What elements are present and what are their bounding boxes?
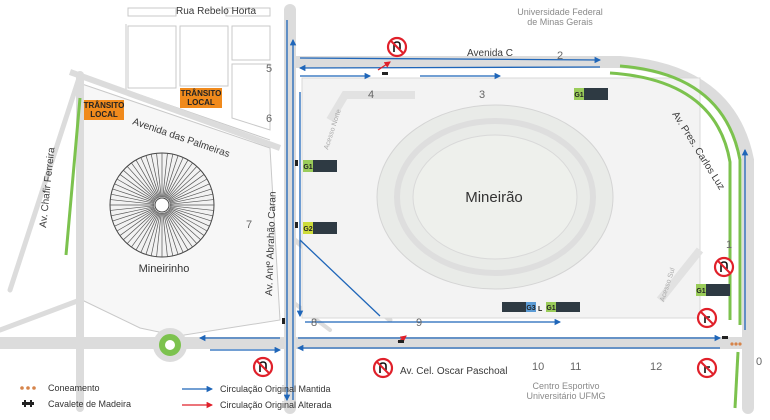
svg-text:LOCAL: LOCAL [90, 110, 118, 119]
svg-text:TRÂNSITO: TRÂNSITO [181, 89, 222, 98]
place-mineirao: Mineirão [465, 189, 523, 206]
svg-text:LOCAL: LOCAL [187, 98, 215, 107]
legend-barrier-icon [22, 400, 34, 407]
gate-letter: L [538, 306, 543, 313]
svg-text:G3: G3 [526, 305, 535, 312]
place-ufmg-line1: Universidade Federal [517, 7, 603, 17]
local-traffic-tag: TRÂNSITO LOCAL [180, 88, 222, 108]
street-av-cel-oscar-paschoal: Av. Cel. Oscar Paschoal [400, 366, 507, 377]
place-ufmg-line2: de Minas Gerais [527, 17, 593, 27]
no-u-turn-sign-icon [386, 36, 408, 58]
svg-text:G1: G1 [546, 305, 555, 312]
svg-text:G1: G1 [574, 92, 583, 99]
point-11: 11 [570, 361, 581, 373]
point-7: 7 [246, 219, 252, 231]
local-traffic-tag: TRÂNSITO LOCAL [84, 100, 125, 120]
parking-sign: G1 [574, 88, 608, 100]
mineirinho-arena [109, 152, 215, 258]
svg-text:G1: G1 [696, 288, 705, 295]
parking-sign: G3 [502, 302, 536, 312]
point-6: 6 [266, 113, 272, 125]
point-8: 8 [311, 317, 317, 329]
green-routes [64, 64, 742, 409]
parking-sign: G2 [303, 222, 337, 234]
point-9: 9 [416, 317, 422, 329]
no-u-turn-sign-icon [713, 256, 735, 278]
point-5: 5 [266, 63, 272, 75]
point-1: 1 [726, 239, 732, 251]
parking-sign: G1 [303, 160, 337, 172]
street-avenida-c: Avenida C [467, 48, 513, 59]
point-4: 4 [368, 89, 374, 101]
place-centro-esportivo-line1: Centro Esportivo [532, 381, 599, 391]
point-12: 12 [650, 361, 662, 373]
traffic-restriction-signs [252, 36, 735, 379]
place-mineirinho: Mineirinho [139, 263, 190, 275]
svg-text:G2: G2 [303, 226, 312, 233]
no-u-turn-sign-icon [372, 357, 394, 379]
legend-original-kept: Circulação Original Mantida [220, 384, 331, 394]
point-3: 3 [479, 89, 485, 101]
legend-original-changed: Circulação Original Alterada [220, 400, 332, 410]
legend-cones: Coneamento [48, 383, 100, 393]
legend-barrier: Cavalete de Madeira [48, 399, 131, 409]
point-10: 10 [532, 361, 544, 373]
parking-sign: G1 [696, 284, 730, 296]
cones [730, 342, 742, 346]
point-0: 0 [756, 356, 762, 368]
parking-sign: G1 [546, 302, 580, 312]
svg-text:G1: G1 [303, 164, 312, 171]
point-2: 2 [557, 50, 563, 62]
no-u-turn-sign-icon [252, 356, 274, 378]
street-av-antonio-abrahao-caran: Av. Antº Abrahão Caran [264, 191, 279, 296]
legend-cones-icon [20, 386, 36, 390]
no-right-turn-sign-icon [696, 307, 718, 329]
place-centro-esportivo-line2: Universitário UFMG [526, 391, 605, 401]
legend: Coneamento Cavalete de Madeira Circulaçã… [20, 383, 332, 410]
point-markers: 0 1 2 3 4 5 6 7 8 9 10 11 12 [246, 50, 762, 373]
street-rua-rebelo-horta: Rua Rebelo Horta [176, 6, 256, 17]
blue-routes [198, 20, 749, 402]
svg-text:TRÂNSITO: TRÂNSITO [84, 101, 125, 110]
mineirao-complex [301, 77, 704, 319]
no-right-turn-sign-icon [696, 357, 718, 379]
